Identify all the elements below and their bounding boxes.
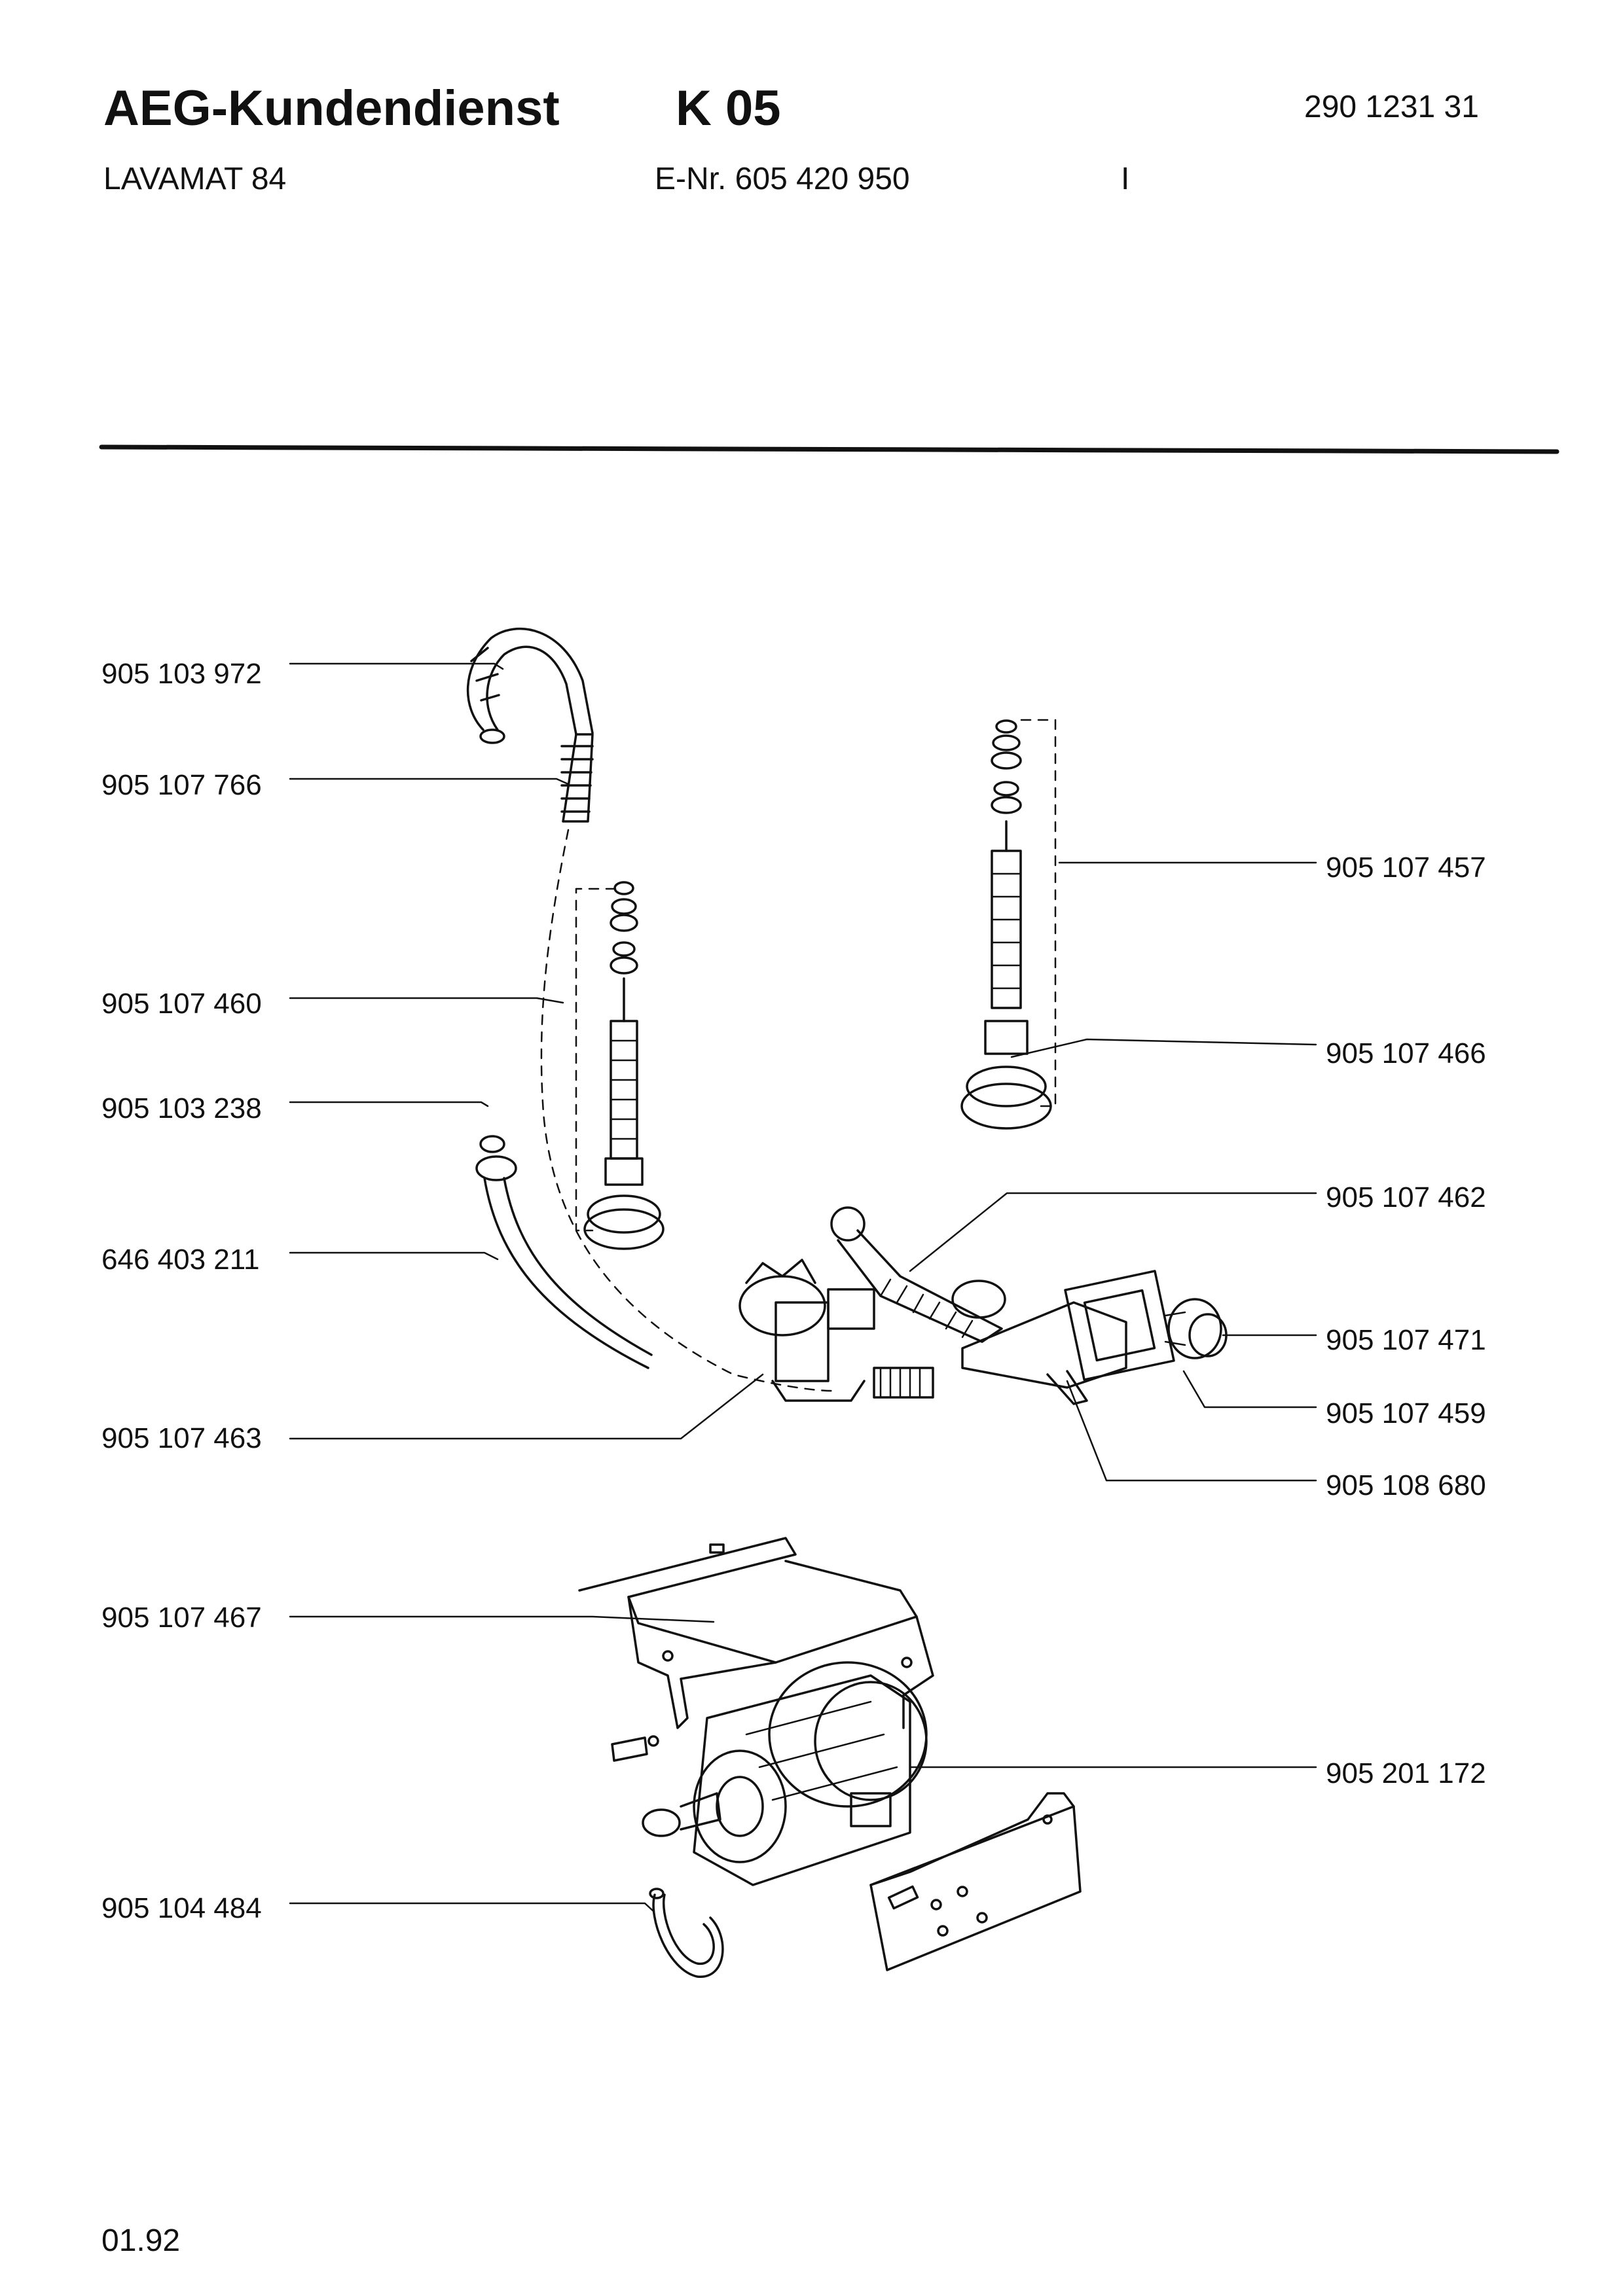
leader-filter-seal	[1182, 1370, 1317, 1408]
hose-bracket-part	[466, 627, 594, 744]
motor-part	[611, 1661, 928, 1886]
leader-drain-pump	[289, 1373, 764, 1440]
leader-lines-right	[909, 861, 1317, 1768]
part-label-filter-seal: 905 107 459	[1326, 1397, 1486, 1429]
leader-hose-clamp	[289, 1101, 489, 1107]
part-label-drain-pump: 905 107 463	[101, 1422, 262, 1454]
shock-absorber-left-part	[575, 881, 665, 1250]
leader-bellows-hose	[909, 1192, 1317, 1272]
drive-belt-part	[649, 1888, 724, 1978]
leader-drive-belt	[289, 1902, 655, 1912]
motor-bracket-part	[578, 1537, 934, 1729]
rear-mount-bracket-part	[869, 1792, 1082, 1971]
leader-motor-bracket	[289, 1615, 715, 1623]
bellows-hose-part	[830, 1206, 1003, 1343]
part-label-drive-belt: 905 104 484	[101, 1892, 262, 1924]
part-label-motor-bracket: 905 107 467	[101, 1602, 262, 1634]
model-name: LAVAMAT 84	[103, 162, 287, 196]
drain-pump-part	[739, 1259, 934, 1402]
part-label-filter-cap: 905 107 471	[1326, 1324, 1486, 1356]
part-label-motor: 905 201 172	[1326, 1757, 1486, 1789]
revision-marker: I	[1121, 162, 1130, 196]
leader-damper-mount	[1010, 1038, 1317, 1058]
doc-number: 290 1231 31	[1304, 90, 1479, 124]
shock-absorber-right-part	[960, 719, 1057, 1130]
part-label-drain-hose: 905 107 766	[101, 769, 262, 801]
leader-lines-left	[289, 662, 764, 1912]
part-label-hose-clamp: 905 103 238	[101, 1092, 262, 1124]
part-label-hose-bracket: 905 103 972	[101, 658, 262, 690]
leader-shock-absorber-left	[289, 997, 564, 1004]
part-label-damper-mount: 905 107 466	[1326, 1037, 1486, 1069]
part-label-shock-absorber-left: 905 107 460	[101, 988, 262, 1020]
leader-pump-housing	[1066, 1380, 1317, 1482]
drain-hose-part	[540, 733, 833, 1392]
brand-title: AEG-Kundendienst	[103, 81, 560, 136]
pump-housing-part	[951, 1270, 1228, 1405]
header-rule	[99, 444, 1559, 454]
group-code: K 05	[676, 81, 781, 136]
leader-hose-bracket	[289, 662, 504, 670]
e-number: E-Nr. 605 420 950	[655, 162, 910, 196]
part-label-bellows-hose: 905 107 462	[1326, 1181, 1486, 1213]
print-date: 01.92	[101, 2223, 181, 2258]
leader-connecting-hose	[289, 1251, 499, 1261]
leader-drain-hose	[289, 778, 570, 785]
part-label-shock-absorber-right: 905 107 457	[1326, 852, 1486, 884]
part-label-pump-housing: 905 108 680	[1326, 1469, 1486, 1501]
hose-clamp-part	[475, 1135, 653, 1369]
part-label-connecting-hose: 646 403 211	[101, 1244, 260, 1276]
